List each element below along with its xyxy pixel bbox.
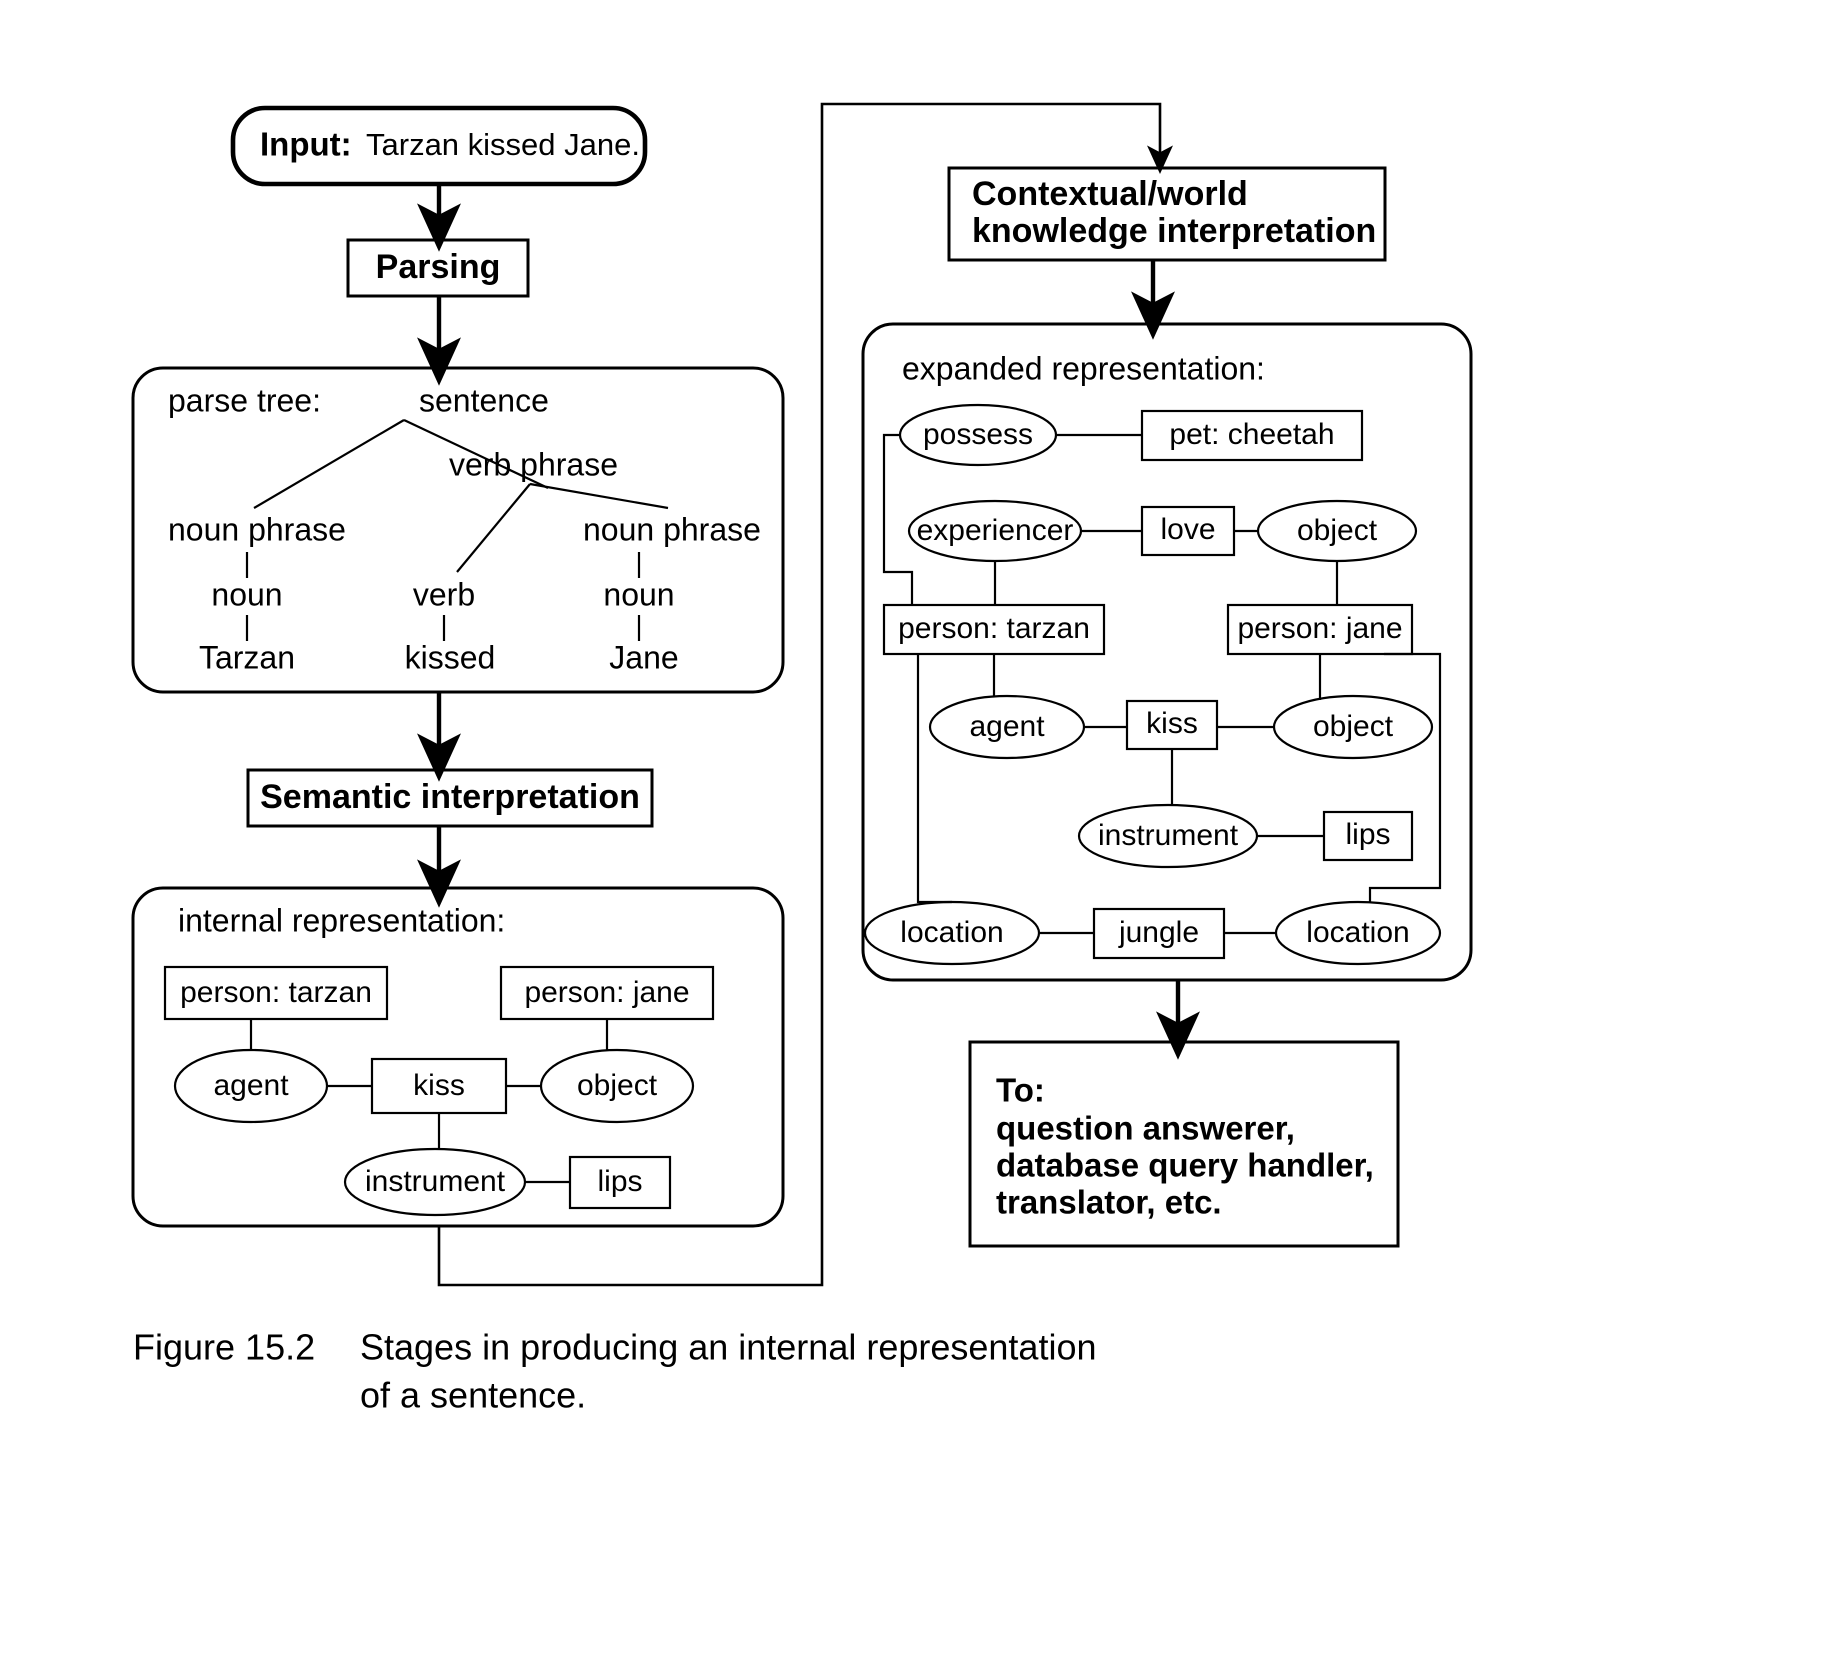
- edge-sentence-verbphrase: [403, 419, 549, 489]
- ir-person-tarzan: person: tarzan: [180, 976, 372, 1009]
- parse-tree-node-sentence: sentence: [419, 382, 549, 418]
- parsing-label: Parsing: [376, 248, 501, 286]
- input-label: Input:: [260, 126, 352, 163]
- er-person-jane: person: jane: [1237, 612, 1402, 645]
- er-experiencer: experiencer: [917, 514, 1074, 547]
- er-kiss: kiss: [1146, 707, 1198, 740]
- ir-object: object: [577, 1069, 658, 1102]
- figure-number: Figure 15.2: [133, 1327, 315, 1368]
- parse-tree-word-kissed: kissed: [405, 639, 496, 675]
- ir-agent: agent: [213, 1069, 289, 1102]
- expanded-representation-outline: [861, 322, 1473, 982]
- figure-caption: Figure 15.2 Stages in producing an inter…: [133, 1327, 1097, 1416]
- er-location-right: location: [1306, 916, 1409, 949]
- er-lips: lips: [1345, 818, 1390, 851]
- parse-tree-title: parse tree:: [168, 382, 321, 418]
- er-object-love: object: [1297, 514, 1378, 547]
- er-location-left: location: [900, 916, 1003, 949]
- er-edge-tarzan-locationleft: [916, 654, 952, 904]
- expanded-representation-title: expanded representation:: [902, 350, 1265, 386]
- ir-person-jane: person: jane: [524, 976, 689, 1009]
- ir-kiss: kiss: [413, 1069, 465, 1102]
- er-agent: agent: [969, 710, 1045, 743]
- output-line-1: To:: [996, 1072, 1045, 1109]
- route-internal-to-contextual: [437, 102, 1173, 1287]
- parse-tree-outline: [131, 366, 785, 694]
- er-object-kiss: object: [1313, 710, 1394, 743]
- contextual-label-line2: knowledge interpretation: [972, 212, 1376, 250]
- expanded-representation-panel: expanded representation: possess pet: ch…: [861, 322, 1473, 982]
- parsing-stage-box: Parsing: [346, 238, 530, 298]
- er-possess: possess: [923, 418, 1033, 451]
- contextual-label-line1: Contextual/world: [972, 175, 1248, 213]
- figure-caption-line1: Stages in producing an internal represen…: [360, 1327, 1097, 1368]
- er-love: love: [1160, 513, 1215, 546]
- ir-instrument: instrument: [365, 1165, 506, 1198]
- semantic-interpretation-stage-box: Semantic interpretation: [246, 768, 654, 828]
- internal-representation-outline: [131, 886, 785, 1228]
- er-pet-cheetah: pet: cheetah: [1169, 418, 1334, 451]
- parse-tree-node-noun-phrase-left: noun phrase: [168, 511, 346, 547]
- parse-tree-node-noun-phrase-right: noun phrase: [583, 511, 761, 547]
- output-destinations-box: To: question answerer, database query ha…: [968, 1040, 1400, 1248]
- parse-tree-node-verb-phrase: verb phrase: [449, 446, 618, 482]
- parse-tree-word-tarzan: Tarzan: [199, 639, 295, 675]
- output-line-2: question answerer,: [996, 1110, 1295, 1147]
- figure-caption-line2: of a sentence.: [360, 1375, 586, 1416]
- input-sentence: Tarzan kissed Jane.: [366, 127, 640, 162]
- er-person-tarzan: person: tarzan: [898, 612, 1090, 645]
- parse-tree-panel: parse tree: sentence verb phrase noun ph…: [131, 366, 785, 694]
- contextual-knowledge-stage-box: Contextual/world knowledge interpretatio…: [947, 166, 1387, 262]
- parse-tree-node-verb: verb: [413, 576, 475, 612]
- er-jungle: jungle: [1118, 916, 1199, 949]
- internal-representation-panel: internal representation: person: tarzan …: [131, 886, 785, 1228]
- contextual-box-outline: [947, 166, 1387, 262]
- semantic-box-outline: [246, 768, 654, 828]
- input-box: Input: Tarzan kissed Jane.: [230, 105, 648, 187]
- semantic-label: Semantic interpretation: [260, 778, 640, 816]
- edge-verbphrase-nounphrase2: [529, 482, 669, 510]
- parse-tree-word-jane: Jane: [609, 639, 678, 675]
- parse-tree-node-noun-right: noun: [603, 576, 674, 612]
- edge-verbphrase-verb: [456, 483, 531, 573]
- er-edge-possess-tarzan: [882, 433, 914, 605]
- edge-sentence-nounphrase: [253, 419, 405, 509]
- ir-lips: lips: [597, 1165, 642, 1198]
- parse-tree-node-noun-left: noun: [211, 576, 282, 612]
- output-box-outline: [968, 1040, 1400, 1248]
- internal-representation-title: internal representation:: [178, 902, 505, 938]
- output-line-4: translator, etc.: [996, 1184, 1222, 1221]
- ir-box-person-tarzan-outline: [163, 965, 389, 1021]
- er-instrument: instrument: [1098, 819, 1239, 852]
- output-line-3: database query handler,: [996, 1147, 1374, 1184]
- er-edge-jane-locationright: [1368, 652, 1442, 902]
